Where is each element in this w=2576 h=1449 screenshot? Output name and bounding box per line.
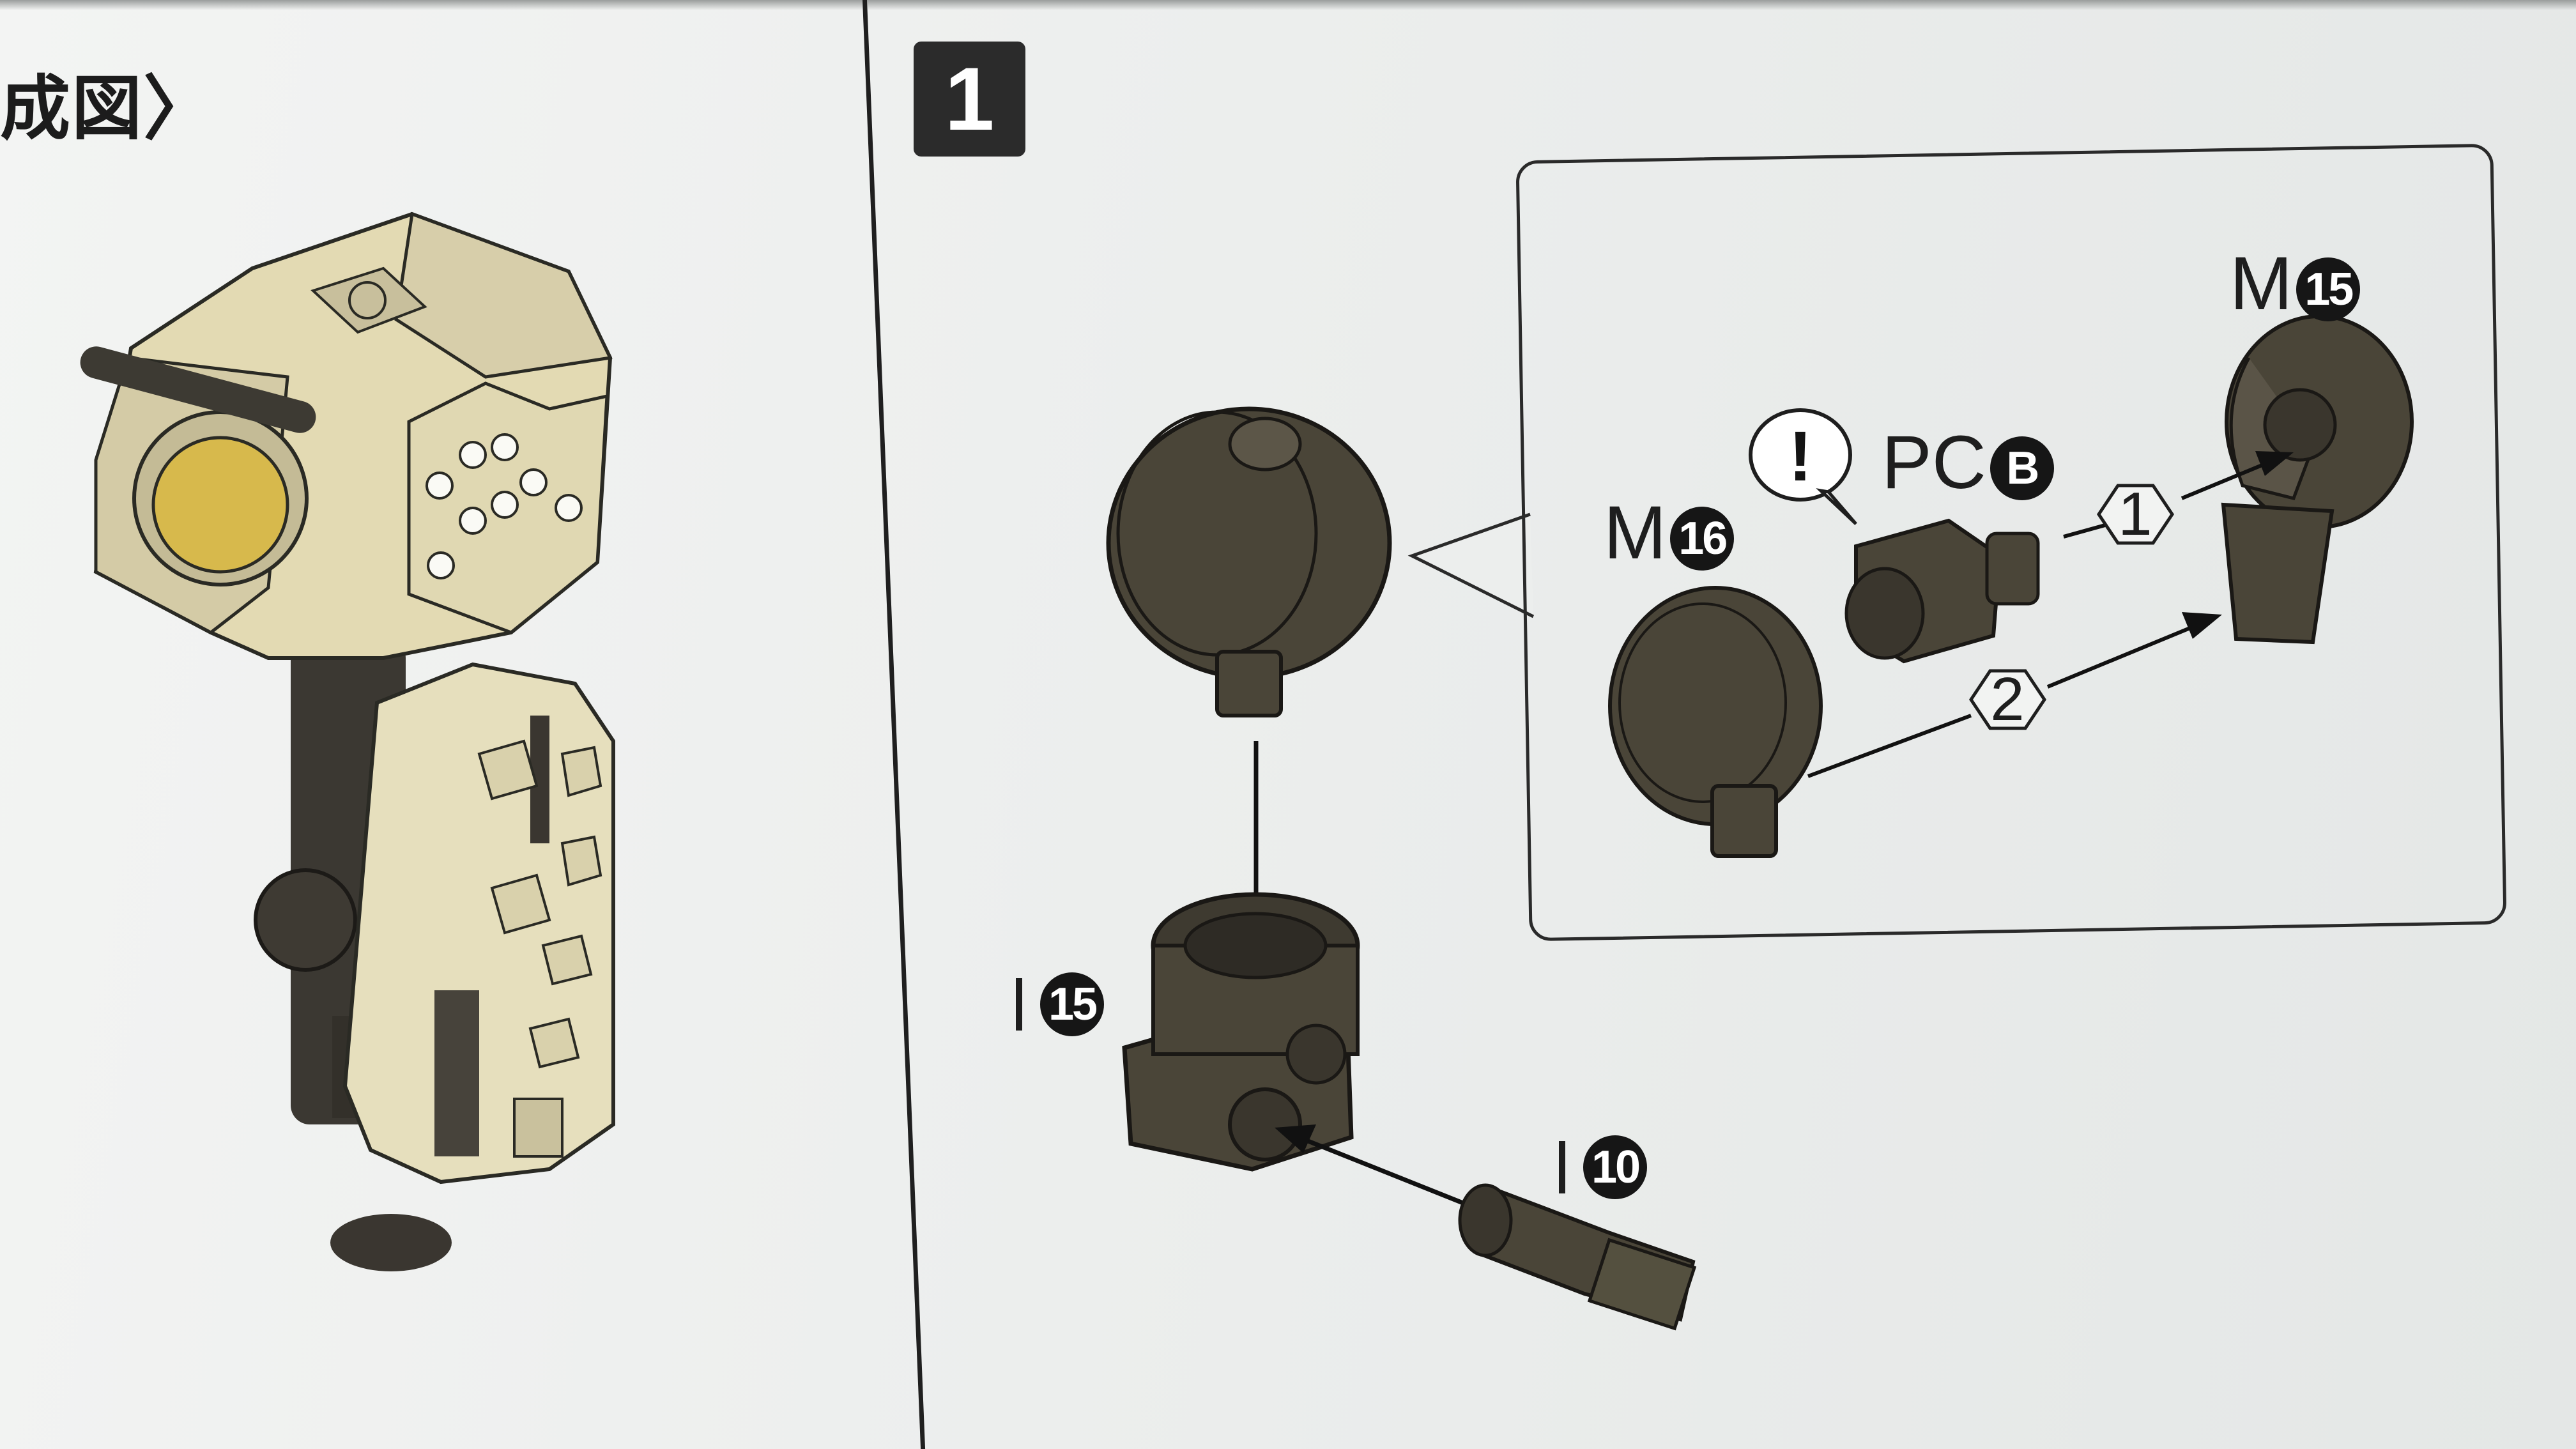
order-step-2: 2 [1990,665,2025,733]
page-edge-shadow [0,0,2576,10]
label-i15-bar [1016,977,1022,1031]
label-i10: 10 [1559,1121,1647,1202]
section-title: 成図〉 [0,68,215,150]
head-box [80,211,613,660]
m16-part [1608,586,1823,858]
order-hexagons [1968,484,2175,730]
order-step-1: 1 [2118,480,2152,548]
step-number-badge: 1 [914,42,1025,157]
m16-assembled-part [1106,406,1392,717]
warning-bubble [1749,408,1857,525]
m15-part [2221,314,2414,645]
label-i15-number: 15 [1040,972,1104,1036]
step-arrows [1807,451,2294,778]
label-i15: 15 [1016,958,1104,1039]
label-m16-number: 16 [1670,506,1735,571]
callout-pointer-icon [1407,512,1535,618]
label-i10-bar [1559,1140,1565,1193]
i15-joint-part [1122,892,1360,1172]
pc-b-cap-part [1844,518,2040,664]
arrow-icon [1275,1124,1483,1213]
label-pc-letter: PC [1882,420,1986,505]
front-armor-plate [342,662,615,1184]
label-m15-number: 15 [2296,257,2361,321]
label-m16-letter: M [1604,491,1667,575]
label-i10-number: 10 [1583,1135,1647,1199]
warning-symbol: ! [1788,417,1813,496]
label-m15-letter: M [2230,241,2293,326]
warning-icon: ! [1749,409,1858,511]
i10-pin-part [1458,1183,1697,1331]
label-pc-number: B [1989,436,2054,500]
